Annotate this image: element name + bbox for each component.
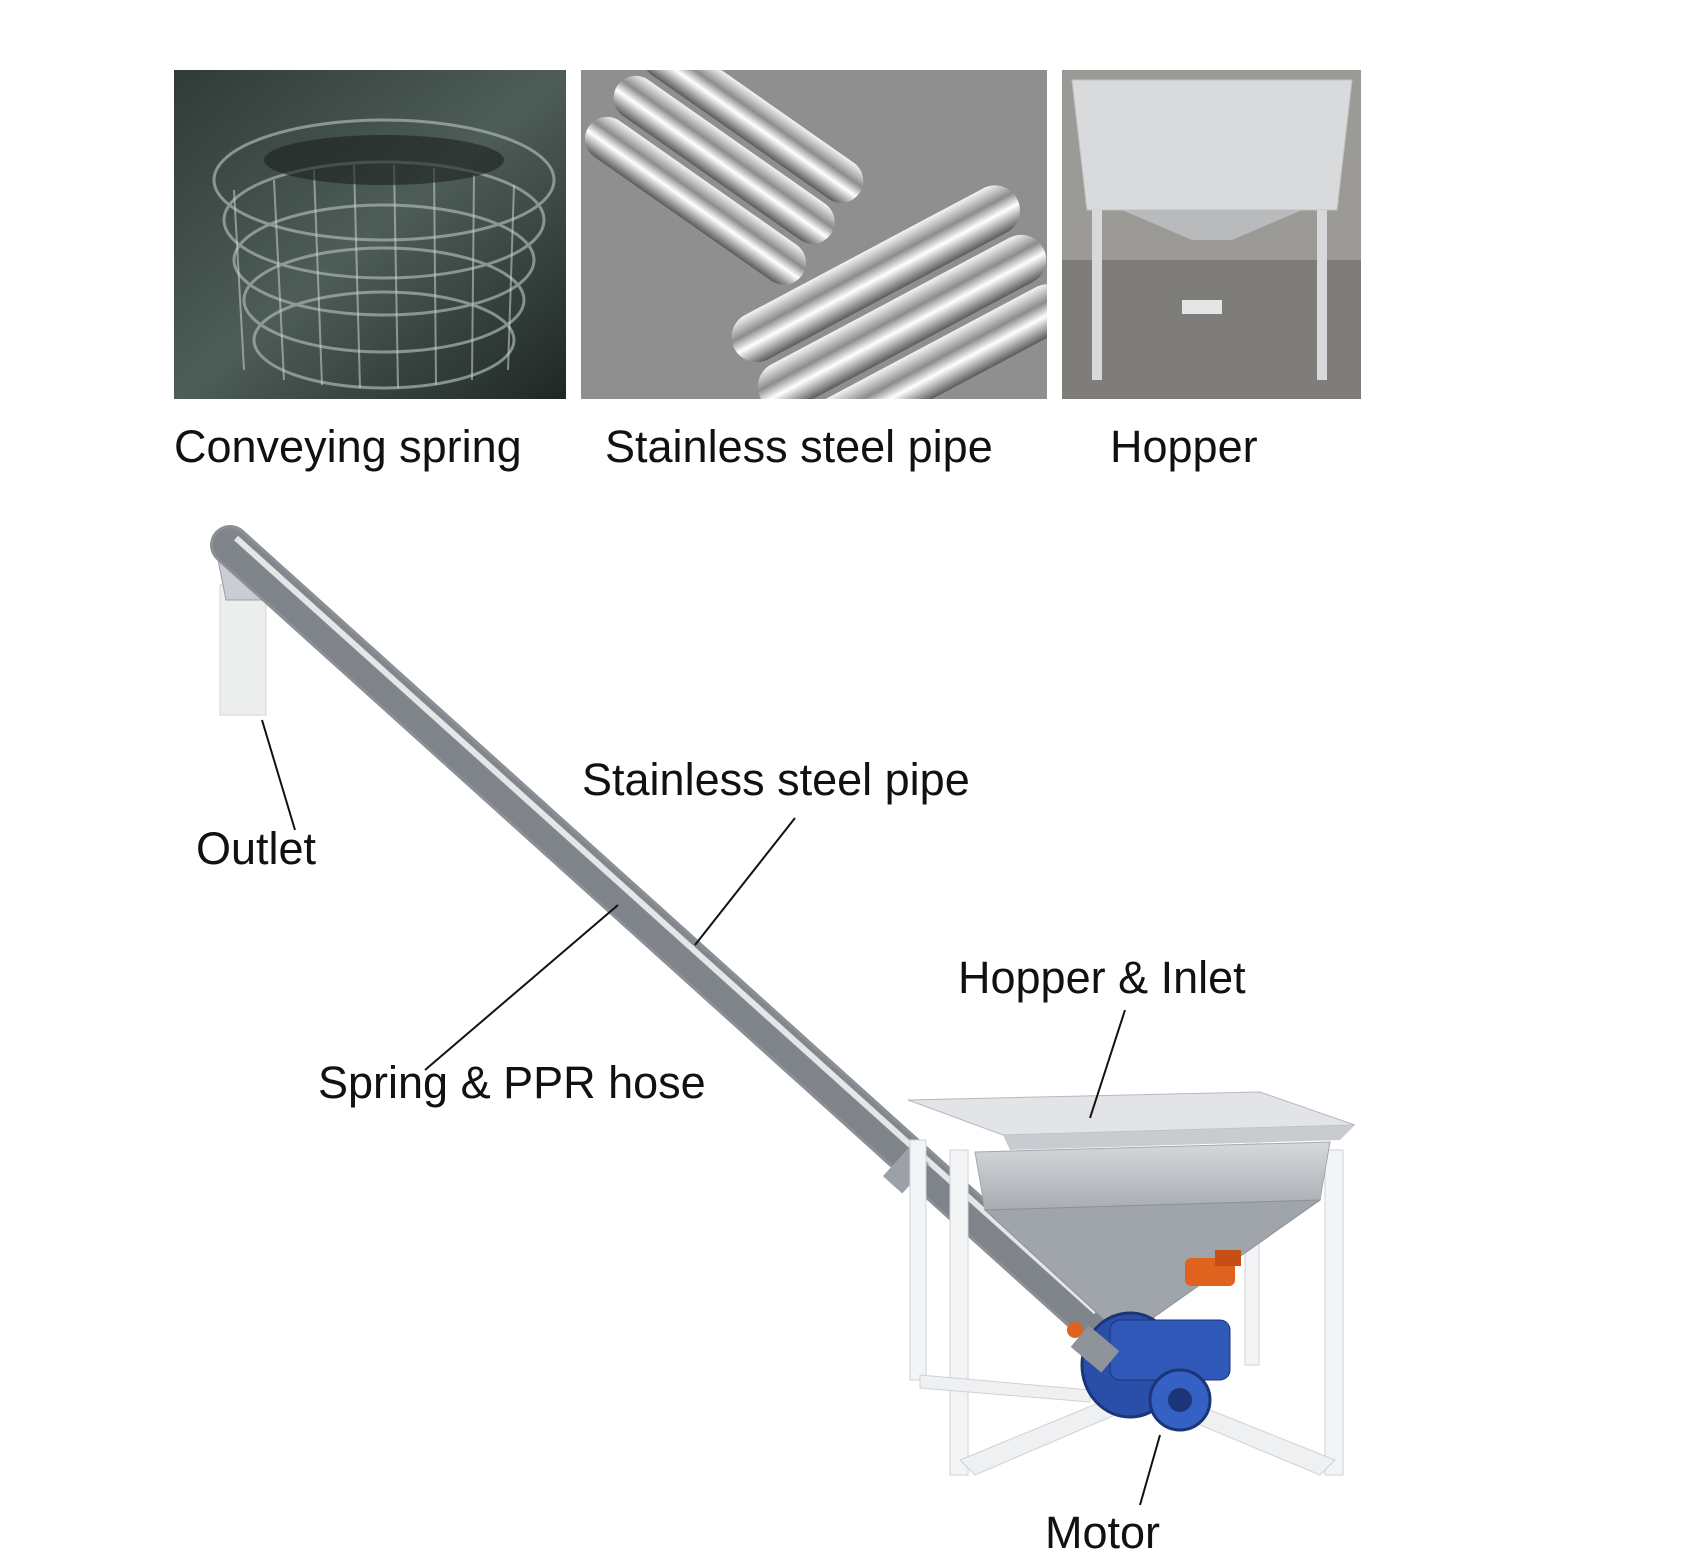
leader-motor [1139,1434,1161,1506]
stainless-steel-pipe-photo [581,70,1047,399]
caption-hopper: Hopper [1110,421,1258,472]
label-stainless-steel-pipe: Stainless steel pipe [582,754,970,805]
caption-conveying-spring: Conveying spring [174,421,522,472]
caption-stainless-steel-pipe: Stainless steel pipe [605,421,993,472]
conveying-spring-photo [174,70,566,399]
leader-spring-hose [424,904,619,1071]
leader-outlet [261,719,296,831]
label-spring-ppr-hose: Spring & PPR hose [318,1057,706,1108]
leader-hopper-inlet [1089,1009,1126,1119]
hopper-inlet [907,1091,1356,1326]
leader-pipe [694,817,796,946]
vibrator-unit [1185,1250,1241,1286]
label-hopper-inlet: Hopper & Inlet [958,952,1246,1003]
label-outlet: Outlet [196,823,317,874]
label-motor: Motor [1045,1507,1161,1558]
motor [1067,1311,1231,1432]
hopper-photo [1062,70,1361,399]
